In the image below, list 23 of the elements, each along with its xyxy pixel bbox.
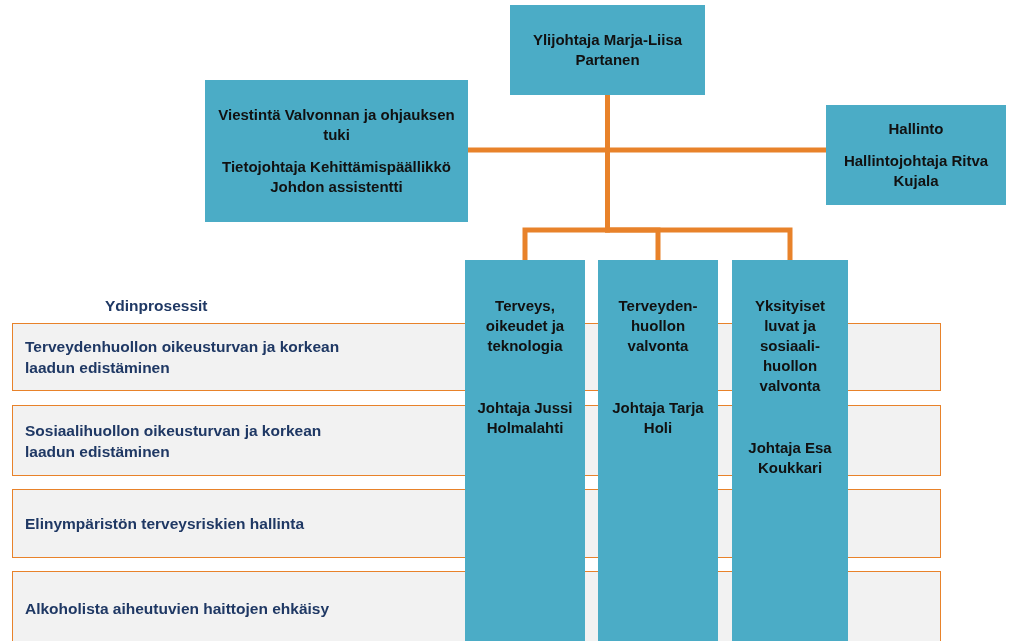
unit-text: Viestintä Valvonnan ja ohjauksen tuki bbox=[217, 105, 456, 145]
department-text: Terveys, oikeudet ja teknologia bbox=[484, 296, 566, 356]
department-text: Terveyden- huollon valvonta bbox=[617, 296, 699, 356]
process-text: Elinympäristön terveysriskien hallinta bbox=[25, 514, 306, 534]
department-column bbox=[732, 260, 848, 641]
department-text: Johtaja Esa Koukkari bbox=[747, 438, 833, 478]
process-text: Alkoholista aiheutuvien haittojen ehkäisy bbox=[25, 599, 331, 619]
process-text: Sosiaalihuollon oikeusturvan ja korkean laadun edistäminen bbox=[25, 420, 323, 462]
department-text: Johtaja Jussi Holmalahti bbox=[476, 398, 574, 438]
section-heading: Ydinprosessit bbox=[105, 297, 208, 315]
department-column bbox=[598, 260, 718, 641]
unit-text: Hallintojohtaja Ritva Kujala bbox=[842, 151, 990, 191]
org-unit-box bbox=[826, 105, 1006, 205]
unit-text: Ylijohtaja Marja-Liisa Partanen bbox=[531, 30, 684, 70]
process-text: Terveydenhuollon oikeusturvan ja korkean laadun edistäminen bbox=[25, 337, 341, 378]
org-unit-box bbox=[510, 5, 705, 95]
connector-line bbox=[605, 95, 793, 260]
unit-text: Hallinto bbox=[888, 119, 944, 139]
org-unit-box bbox=[205, 80, 468, 222]
department-text: Yksityiset luvat ja sosiaali- huollon valvonta bbox=[753, 296, 826, 396]
department-text: Johtaja Tarja Holi bbox=[611, 398, 705, 438]
department-column bbox=[465, 260, 585, 641]
unit-text: Tietojohtaja Kehittämispäällikkö Johdon assistentti bbox=[221, 157, 452, 197]
